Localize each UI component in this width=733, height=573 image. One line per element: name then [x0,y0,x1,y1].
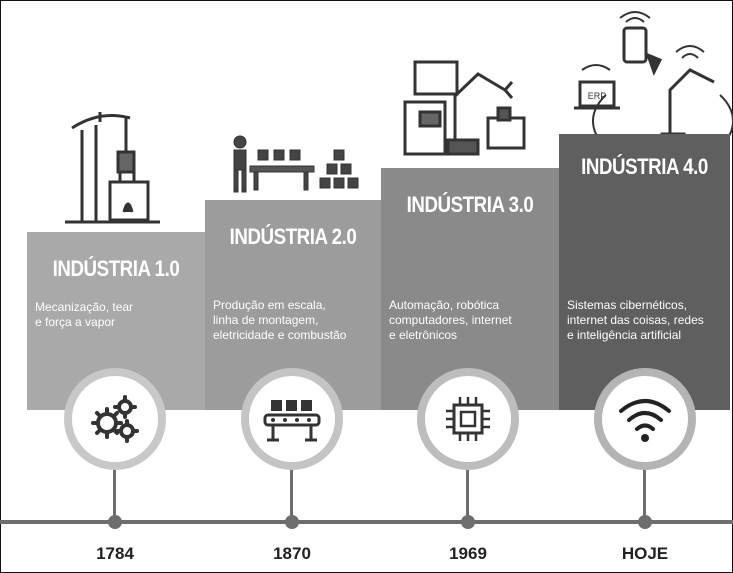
stage-2-title: INDÚSTRIA 2.0 [229,224,357,249]
gears-icon [91,395,139,443]
stage-3-stem [466,460,469,522]
stage-1-title: INDÚSTRIA 1.0 [52,256,180,281]
robot-arm-icon [403,60,526,156]
stage-4-title: INDÚSTRIA 4.0 [581,154,708,179]
stage-1-icon-circle [64,368,166,470]
stage-2-icon-circle [241,368,343,470]
conveyor-belt-icon [263,400,321,442]
erp-badge: ERP [588,91,607,101]
stage-4-stem [643,460,646,522]
stage-1-stem [113,460,116,522]
timeline-dot-1870 [285,515,299,529]
stage-2-stem [290,460,293,522]
stage-2-description: Produção em escala, linha de montagem, e… [213,298,347,342]
timeline-dot-hoje [638,515,652,529]
year-label-1784: 1784 [96,544,134,563]
stage-4-block: INDÚSTRIA 4.0 Sistemas cibernéticos, int… [559,134,730,410]
illustrations: ERP [65,11,733,224]
stage-3-icon-circle [417,368,519,470]
wifi-icon [619,399,671,442]
stage-3-description: Automação, robótica computadores, intern… [389,298,512,342]
microchip-icon [446,397,490,441]
year-label-1969: 1969 [449,544,487,563]
year-label-hoje: HOJE [621,544,669,563]
timeline-dot-1784 [108,515,122,529]
year-label-1870: 1870 [273,544,311,563]
stage-4-icon-circle [594,368,696,470]
steam-engine-icon [65,112,160,224]
stage-3-title: INDÚSTRIA 3.0 [406,192,534,217]
assembly-line-icon [233,135,359,193]
stage-4-description: Sistemas cibernéticos, internet das cois… [567,298,704,342]
timeline-dot-1969 [461,515,475,529]
stage-1-block: INDÚSTRIA 1.0 Mecanização, tear e força … [27,232,205,410]
stage-1-description: Mecanização, tear e força a vapor [35,300,134,329]
timeline-line [0,520,733,524]
